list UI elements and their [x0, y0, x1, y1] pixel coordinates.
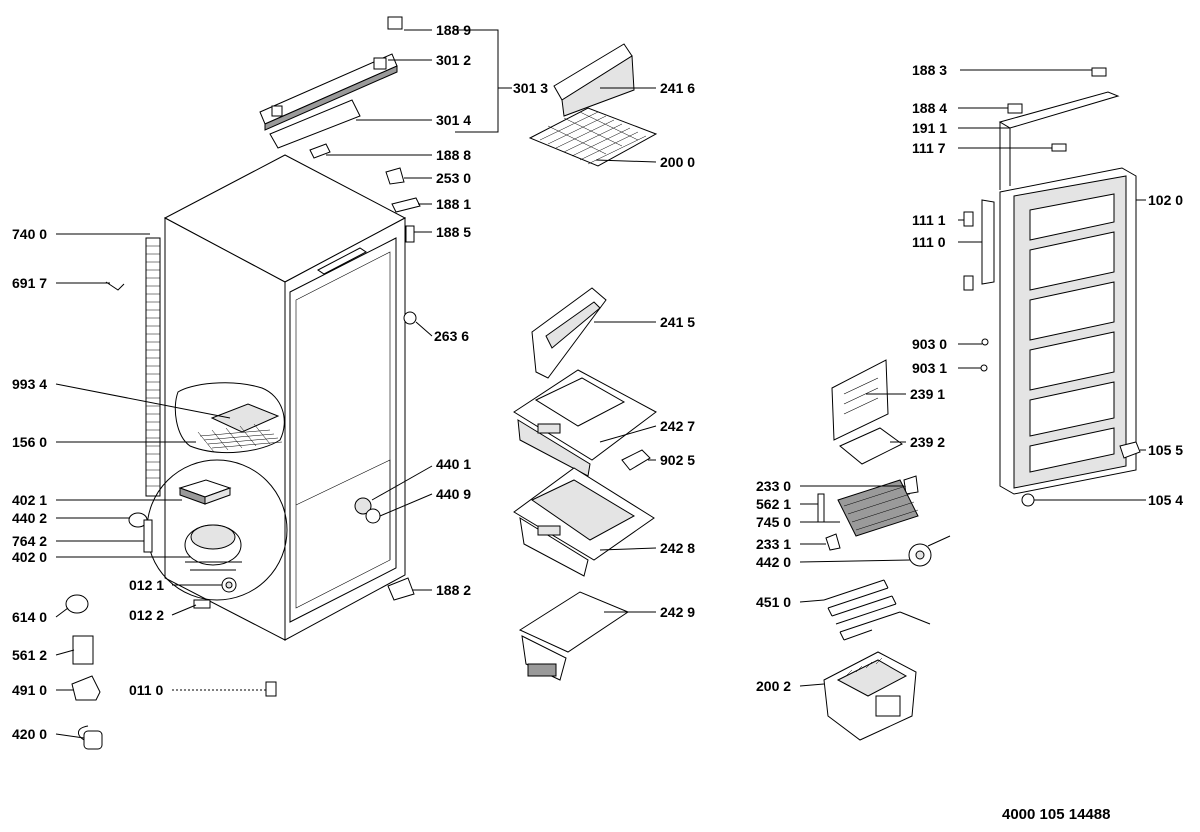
shelf-top — [553, 43, 635, 117]
compressor — [184, 524, 242, 571]
small-parts-left — [65, 281, 277, 750]
label-253-0: 253 0 — [436, 170, 471, 186]
housing-200-2 — [823, 651, 917, 741]
label-263-6: 263 6 — [434, 328, 469, 344]
label-200-2: 200 2 — [756, 678, 791, 694]
fan-442-0 — [908, 535, 951, 567]
label-451-0: 451 0 — [756, 594, 791, 610]
door-gasket-191-1 — [998, 91, 1120, 190]
control-board — [831, 359, 903, 465]
label-188-3: 188 3 — [912, 62, 947, 78]
door-102-0 — [999, 167, 1137, 495]
label-301-4: 301 4 — [436, 112, 471, 128]
label-188-2: 188 2 — [436, 582, 471, 598]
label-562-1: 562 1 — [756, 496, 791, 512]
label-105-5: 105 5 — [1148, 442, 1183, 458]
label-301-2: 301 2 — [436, 52, 471, 68]
label-012-1: 012 1 — [129, 577, 164, 593]
wire-shelf — [528, 107, 658, 167]
label-111-7: 111 7 — [912, 140, 946, 156]
label-561-2: 561 2 — [12, 647, 47, 663]
label-903-1: 903 1 — [912, 360, 947, 376]
heater-451-0 — [823, 579, 931, 641]
label-691-7: 691 7 — [12, 275, 47, 291]
label-188-5: 188 5 — [436, 224, 471, 240]
label-156-0: 156 0 — [12, 434, 47, 450]
label-239-1: 239 1 — [910, 386, 945, 402]
label-111-0: 111 0 — [912, 234, 946, 250]
label-233-0: 233 0 — [756, 478, 791, 494]
drawer-242-9 — [518, 591, 630, 681]
label-440-9: 440 9 — [436, 486, 471, 502]
label-105-4: 105 4 — [1148, 492, 1183, 508]
label-902-5: 902 5 — [660, 452, 695, 468]
drawer-242-7 — [513, 369, 657, 477]
label-200-0: 200 0 — [660, 154, 695, 170]
compressor-cover — [178, 479, 232, 505]
label-745-0: 745 0 — [756, 514, 791, 530]
drawer-front-241-5 — [531, 287, 607, 379]
label-242-7: 242 7 — [660, 418, 695, 434]
refrigerator-cabinet — [145, 154, 407, 641]
label-614-0: 614 0 — [12, 609, 47, 625]
label-111-1: 111 1 — [912, 212, 946, 228]
label-188-1: 188 1 — [436, 196, 471, 212]
label-241-5: 241 5 — [660, 314, 695, 330]
label-241-6: 241 6 — [660, 80, 695, 96]
label-764-2: 764 2 — [12, 533, 47, 549]
label-233-1: 233 1 — [756, 536, 791, 552]
label-012-2: 012 2 — [129, 607, 164, 623]
label-402-0: 402 0 — [12, 549, 47, 565]
label-440-2: 440 2 — [12, 510, 47, 526]
label-188-9: 188 9 — [436, 22, 471, 38]
label-239-2: 239 2 — [910, 434, 945, 450]
label-188-8: 188 8 — [436, 147, 471, 163]
drawer-242-8 — [513, 467, 655, 577]
label-442-0: 442 0 — [756, 554, 791, 570]
label-740-0: 740 0 — [12, 226, 47, 242]
label-440-1: 440 1 — [436, 456, 471, 472]
control-panel — [259, 16, 403, 159]
label-903-0: 903 0 — [912, 336, 947, 352]
label-011-0: 011 0 — [129, 682, 163, 698]
label-242-8: 242 8 — [660, 540, 695, 556]
label-993-4: 993 4 — [12, 376, 47, 392]
label-491-0: 491 0 — [12, 682, 47, 698]
leader-lines — [55, 29, 1146, 739]
condenser-coil — [145, 237, 161, 497]
label-188-4: 188 4 — [912, 100, 947, 116]
document-number: 4000 105 14488 — [1002, 806, 1110, 823]
label-191-1: 191 1 — [912, 120, 947, 136]
small-parts-right — [354, 167, 421, 601]
label-420-0: 420 0 — [12, 726, 47, 742]
evaporator-745-0 — [837, 479, 919, 537]
label-102-0: 102 0 — [1148, 192, 1183, 208]
label-402-1: 402 1 — [12, 492, 47, 508]
label-301-3: 301 3 — [513, 80, 548, 96]
label-242-9: 242 9 — [660, 604, 695, 620]
callout-labels: 188 9 301 2 301 3 301 4 188 8 253 0 188 … — [12, 22, 1183, 823]
part-902-5 — [621, 449, 651, 471]
door-handle — [963, 199, 995, 291]
